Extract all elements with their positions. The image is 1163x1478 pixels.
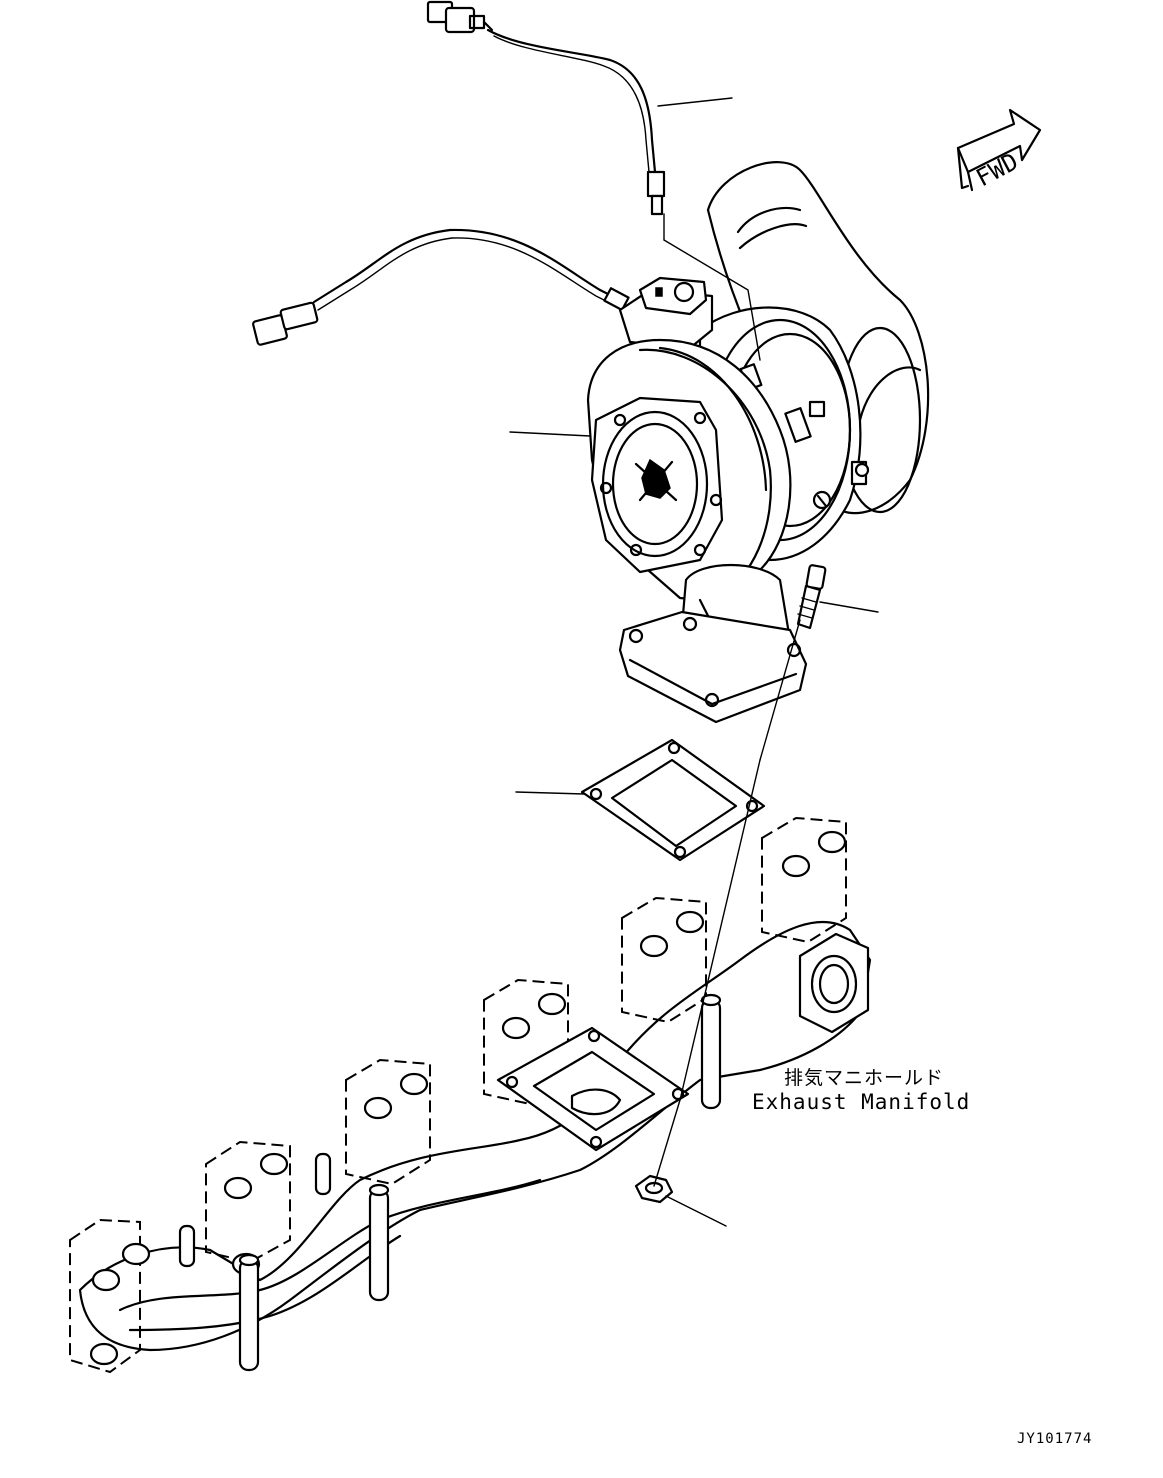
manifold-label-en: Exhaust Manifold	[752, 1090, 971, 1114]
assembly-lines	[653, 239, 801, 1187]
nut	[634, 1174, 674, 1204]
stud-bolt	[796, 564, 827, 630]
fwd-arrow-icon: FWD	[956, 108, 1042, 192]
drawing-code: JY101774	[1017, 1431, 1093, 1447]
manifold-bosses	[178, 993, 722, 1372]
leader-sensor	[657, 97, 733, 107]
manifold-label-jp: 排気マニホールド	[784, 1067, 945, 1089]
leader-gasket	[515, 791, 585, 795]
lower-sensor	[252, 228, 630, 346]
turbocharger	[586, 161, 930, 724]
gasket	[580, 738, 766, 862]
leader-nut	[665, 1195, 727, 1227]
leader-stud	[819, 601, 879, 613]
leader-turbocharger	[509, 431, 591, 437]
callout-leaders	[509, 97, 879, 1227]
upper-sensor	[426, 0, 666, 241]
exhaust-manifold	[69, 816, 872, 1374]
